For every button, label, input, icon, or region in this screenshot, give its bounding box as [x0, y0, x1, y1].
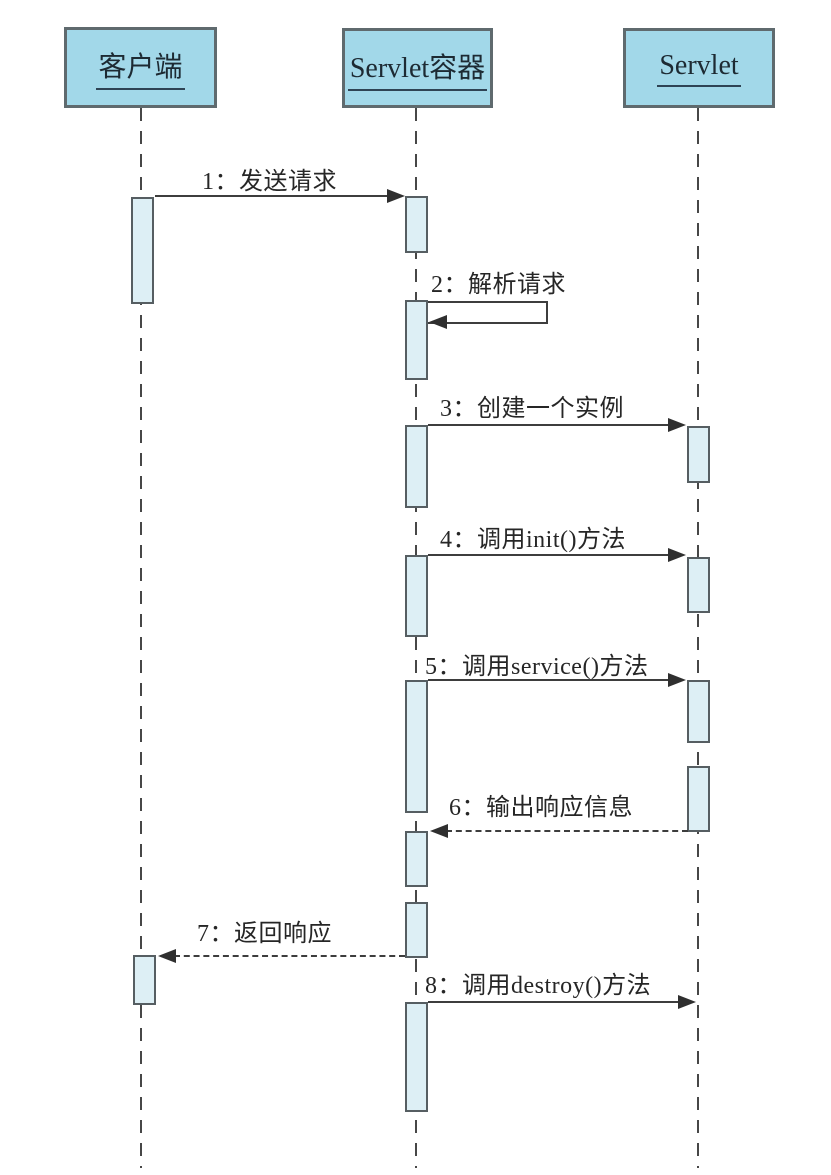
activation-container-2 — [405, 300, 428, 380]
lifeline-servlet-container — [415, 108, 417, 1168]
activation-container-3 — [405, 425, 428, 508]
activation-container-6 — [405, 831, 428, 887]
message-6-arrowhead-icon — [430, 824, 448, 838]
message-2-arrowhead-icon — [429, 315, 447, 329]
actor-box-client: 客户端 — [64, 27, 217, 108]
message-5-label: 5：调用service()方法 — [425, 654, 649, 680]
lifeline-servlet — [697, 108, 699, 1168]
activation-container-7 — [405, 902, 428, 958]
message-1-arrowhead-icon — [387, 189, 405, 203]
actor-box-servlet: Servlet — [623, 28, 775, 108]
activation-servlet-3 — [687, 680, 710, 743]
actor-label-servlet-container: Servlet容器 — [347, 46, 488, 91]
message-5-line — [428, 679, 670, 681]
message-5-arrowhead-icon — [668, 673, 686, 687]
message-3-label: 3：创建一个实例 — [440, 396, 624, 422]
message-7-line — [174, 955, 405, 957]
message-2-self-loop — [428, 301, 548, 324]
message-1-label: 1：发送请求 — [202, 169, 337, 195]
message-4-label: 4：调用init()方法 — [440, 527, 626, 553]
message-7-label: 7：返回响应 — [197, 921, 332, 947]
actor-box-servlet-container: Servlet容器 — [342, 28, 493, 108]
message-4-arrowhead-icon — [668, 548, 686, 562]
activation-container-8 — [405, 1002, 428, 1112]
lifeline-client — [140, 108, 142, 1168]
message-8-line — [428, 1001, 680, 1003]
message-4-line — [428, 554, 670, 556]
activation-container-1 — [405, 196, 428, 253]
message-1-line — [155, 195, 389, 197]
message-6-line — [446, 830, 688, 832]
message-3-arrowhead-icon — [668, 418, 686, 432]
activation-servlet-4 — [687, 766, 710, 832]
activation-client-1 — [131, 197, 154, 304]
message-7-arrowhead-icon — [158, 949, 176, 963]
activation-container-4 — [405, 555, 428, 637]
message-8-arrowhead-icon — [678, 995, 696, 1009]
activation-container-5 — [405, 680, 428, 813]
message-6-label: 6：输出响应信息 — [449, 795, 633, 821]
activation-servlet-2 — [687, 557, 710, 613]
message-8-label: 8：调用destroy()方法 — [425, 973, 652, 999]
activation-client-2 — [133, 955, 156, 1005]
activation-servlet-1 — [687, 426, 710, 483]
message-2-label: 2：解析请求 — [431, 272, 566, 298]
actor-label-servlet: Servlet — [657, 50, 741, 87]
message-3-line — [428, 424, 670, 426]
actor-label-client: 客户端 — [96, 45, 185, 90]
